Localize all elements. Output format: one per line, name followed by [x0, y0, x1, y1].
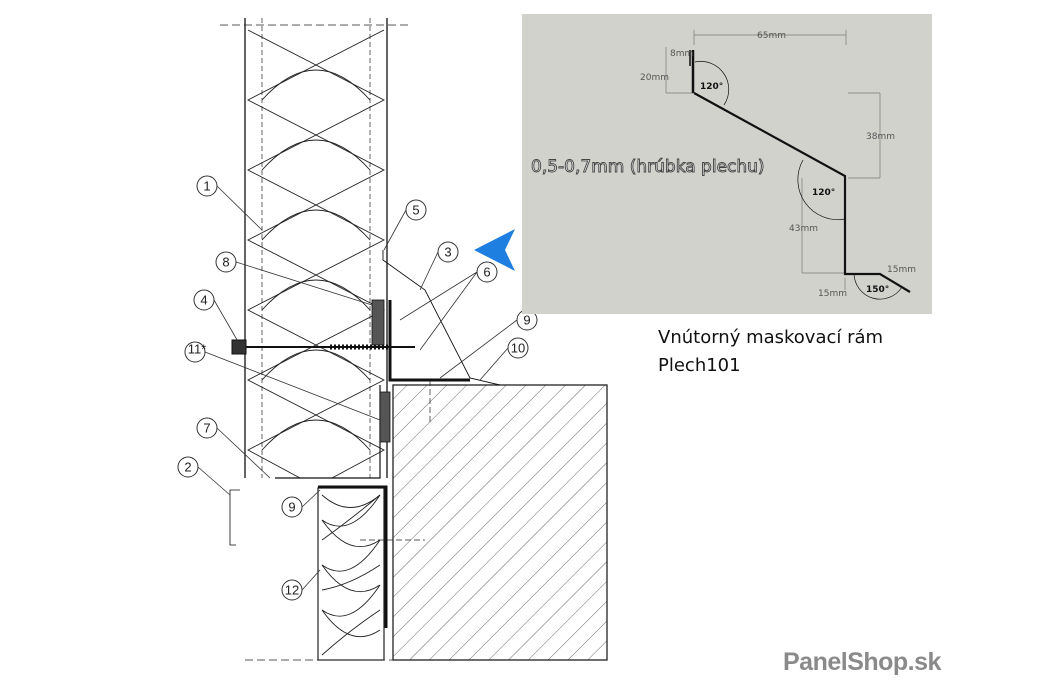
svg-text:9: 9	[523, 313, 530, 328]
concrete-block	[392, 384, 608, 661]
callout-12: 12	[281, 579, 303, 601]
dim-foot: 15mm	[818, 289, 847, 299]
lower-insulation	[317, 487, 385, 661]
dim-mid-height: 38mm	[866, 132, 895, 142]
svg-text:5: 5	[412, 203, 419, 218]
callout-6: 6	[476, 261, 498, 283]
thickness-note: 0,5-0,7mm (hrúbka plechu)	[531, 157, 765, 177]
svg-text:4: 4	[200, 293, 207, 308]
callout-8: 8	[215, 251, 237, 273]
svg-text:11*: 11*	[188, 342, 207, 357]
callout-9-lower: 9	[281, 496, 303, 518]
callouts: 1 2 3 4 5 6 7 8 9 10 11* 9 12	[177, 175, 538, 601]
svg-text:8: 8	[222, 255, 229, 270]
profile-inset: 65mm 8mm 20mm 120° 38mm 0,5-0,7mm (hrúbk…	[522, 14, 932, 314]
dim-end-lip: 15mm	[887, 265, 916, 275]
dim-top-leg: 20mm	[640, 73, 669, 83]
svg-text:2: 2	[184, 460, 191, 475]
svg-text:10: 10	[511, 341, 525, 356]
dim-top-width: 65mm	[757, 31, 786, 41]
svg-text:1: 1	[203, 179, 210, 194]
callout-4: 4	[193, 289, 215, 311]
svg-text:12: 12	[285, 583, 299, 598]
svg-text:6: 6	[483, 265, 490, 280]
angle-middle: 120°	[812, 188, 835, 198]
callout-1: 1	[196, 175, 218, 197]
steel-profiles	[229, 250, 501, 628]
angle-top: 120°	[700, 82, 723, 92]
arrow-pointer-icon	[474, 229, 515, 271]
svg-text:7: 7	[203, 421, 210, 436]
svg-text:9: 9	[288, 500, 295, 515]
callout-2: 2	[177, 456, 199, 478]
angle-bottom: 150°	[866, 285, 889, 295]
caption-product: Plech101	[658, 355, 741, 376]
svg-text:3: 3	[444, 245, 451, 260]
caption-title: Vnútorný maskovací rám	[658, 327, 884, 348]
callout-7: 7	[196, 417, 218, 439]
leader-lines	[197, 185, 518, 591]
callout-5: 5	[405, 199, 427, 221]
callout-3: 3	[437, 241, 459, 263]
dim-lower-leg: 43mm	[789, 224, 818, 234]
dim-lip: 8mm	[670, 49, 693, 59]
callout-11: 11*	[184, 341, 207, 363]
panelshop-logo: PanelShop.sk	[783, 648, 941, 676]
callout-10: 10	[507, 337, 529, 359]
